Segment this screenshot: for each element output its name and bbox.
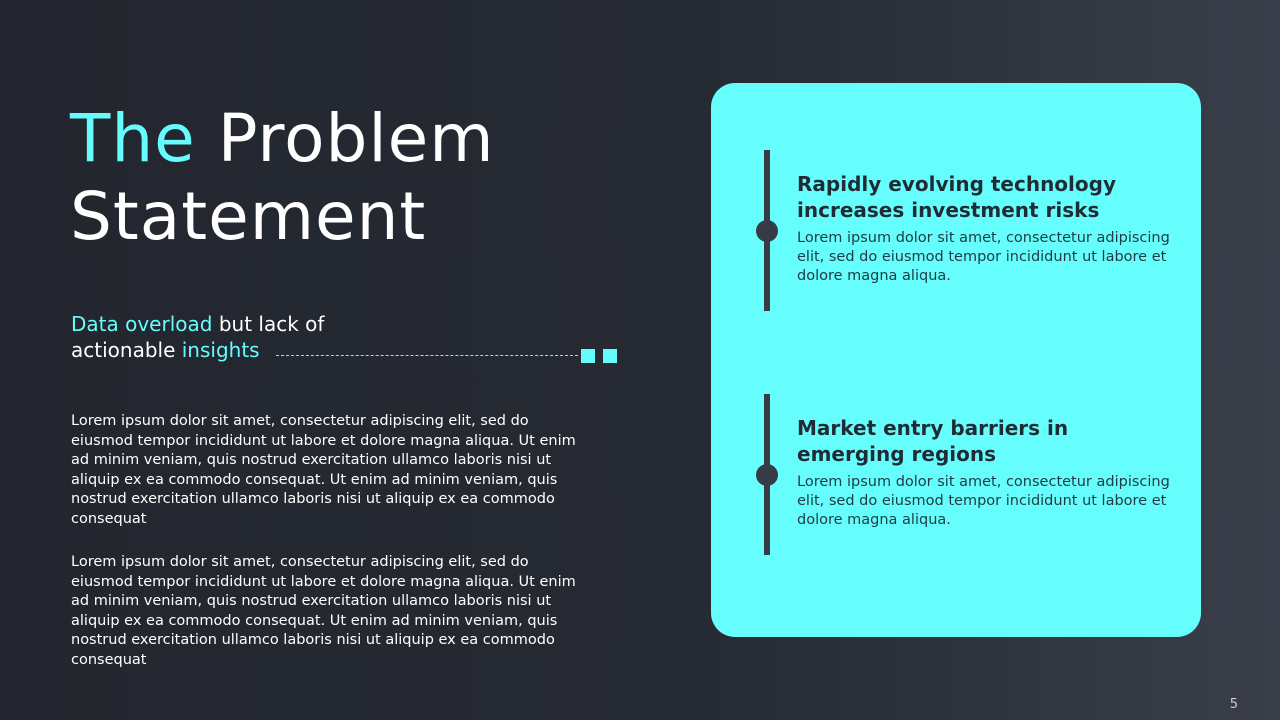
- subtitle-text-2: actionable: [71, 338, 182, 362]
- dashed-divider: [276, 355, 578, 356]
- problem-body: Lorem ipsum dolor sit amet, consectetur …: [797, 230, 1170, 284]
- title-line2: Statement: [70, 178, 427, 255]
- subtitle: Data overload but lack of actionable insi…: [71, 311, 324, 363]
- problem-body: Lorem ipsum dolor sit amet, consectetur …: [797, 474, 1170, 528]
- title-accent: The: [70, 100, 196, 177]
- square-decoration: [581, 349, 595, 363]
- page-number: 5: [1229, 697, 1238, 712]
- square-decoration: [603, 349, 617, 363]
- timeline-dot: [756, 220, 778, 242]
- body-paragraph: Lorem ipsum dolor sit amet, consectetur …: [71, 413, 576, 527]
- problem-heading: Rapidly evolving technology increases in…: [797, 172, 1116, 222]
- title-rest: Problem: [217, 100, 495, 177]
- subtitle-accent-1: Data overload: [71, 312, 213, 336]
- subtitle-accent-2: insights: [181, 338, 260, 362]
- problem-item: Market entry barriers in emerging region…: [797, 415, 1177, 530]
- body-paragraph: Lorem ipsum dolor sit amet, consectetur …: [71, 554, 576, 668]
- timeline-dot: [756, 464, 778, 486]
- problem-heading: Market entry barriers in emerging region…: [797, 416, 1069, 466]
- problem-item: Rapidly evolving technology increases in…: [797, 171, 1177, 286]
- subtitle-text-1: but lack of: [212, 312, 325, 336]
- problem-card: Rapidly evolving technology increases in…: [711, 83, 1201, 637]
